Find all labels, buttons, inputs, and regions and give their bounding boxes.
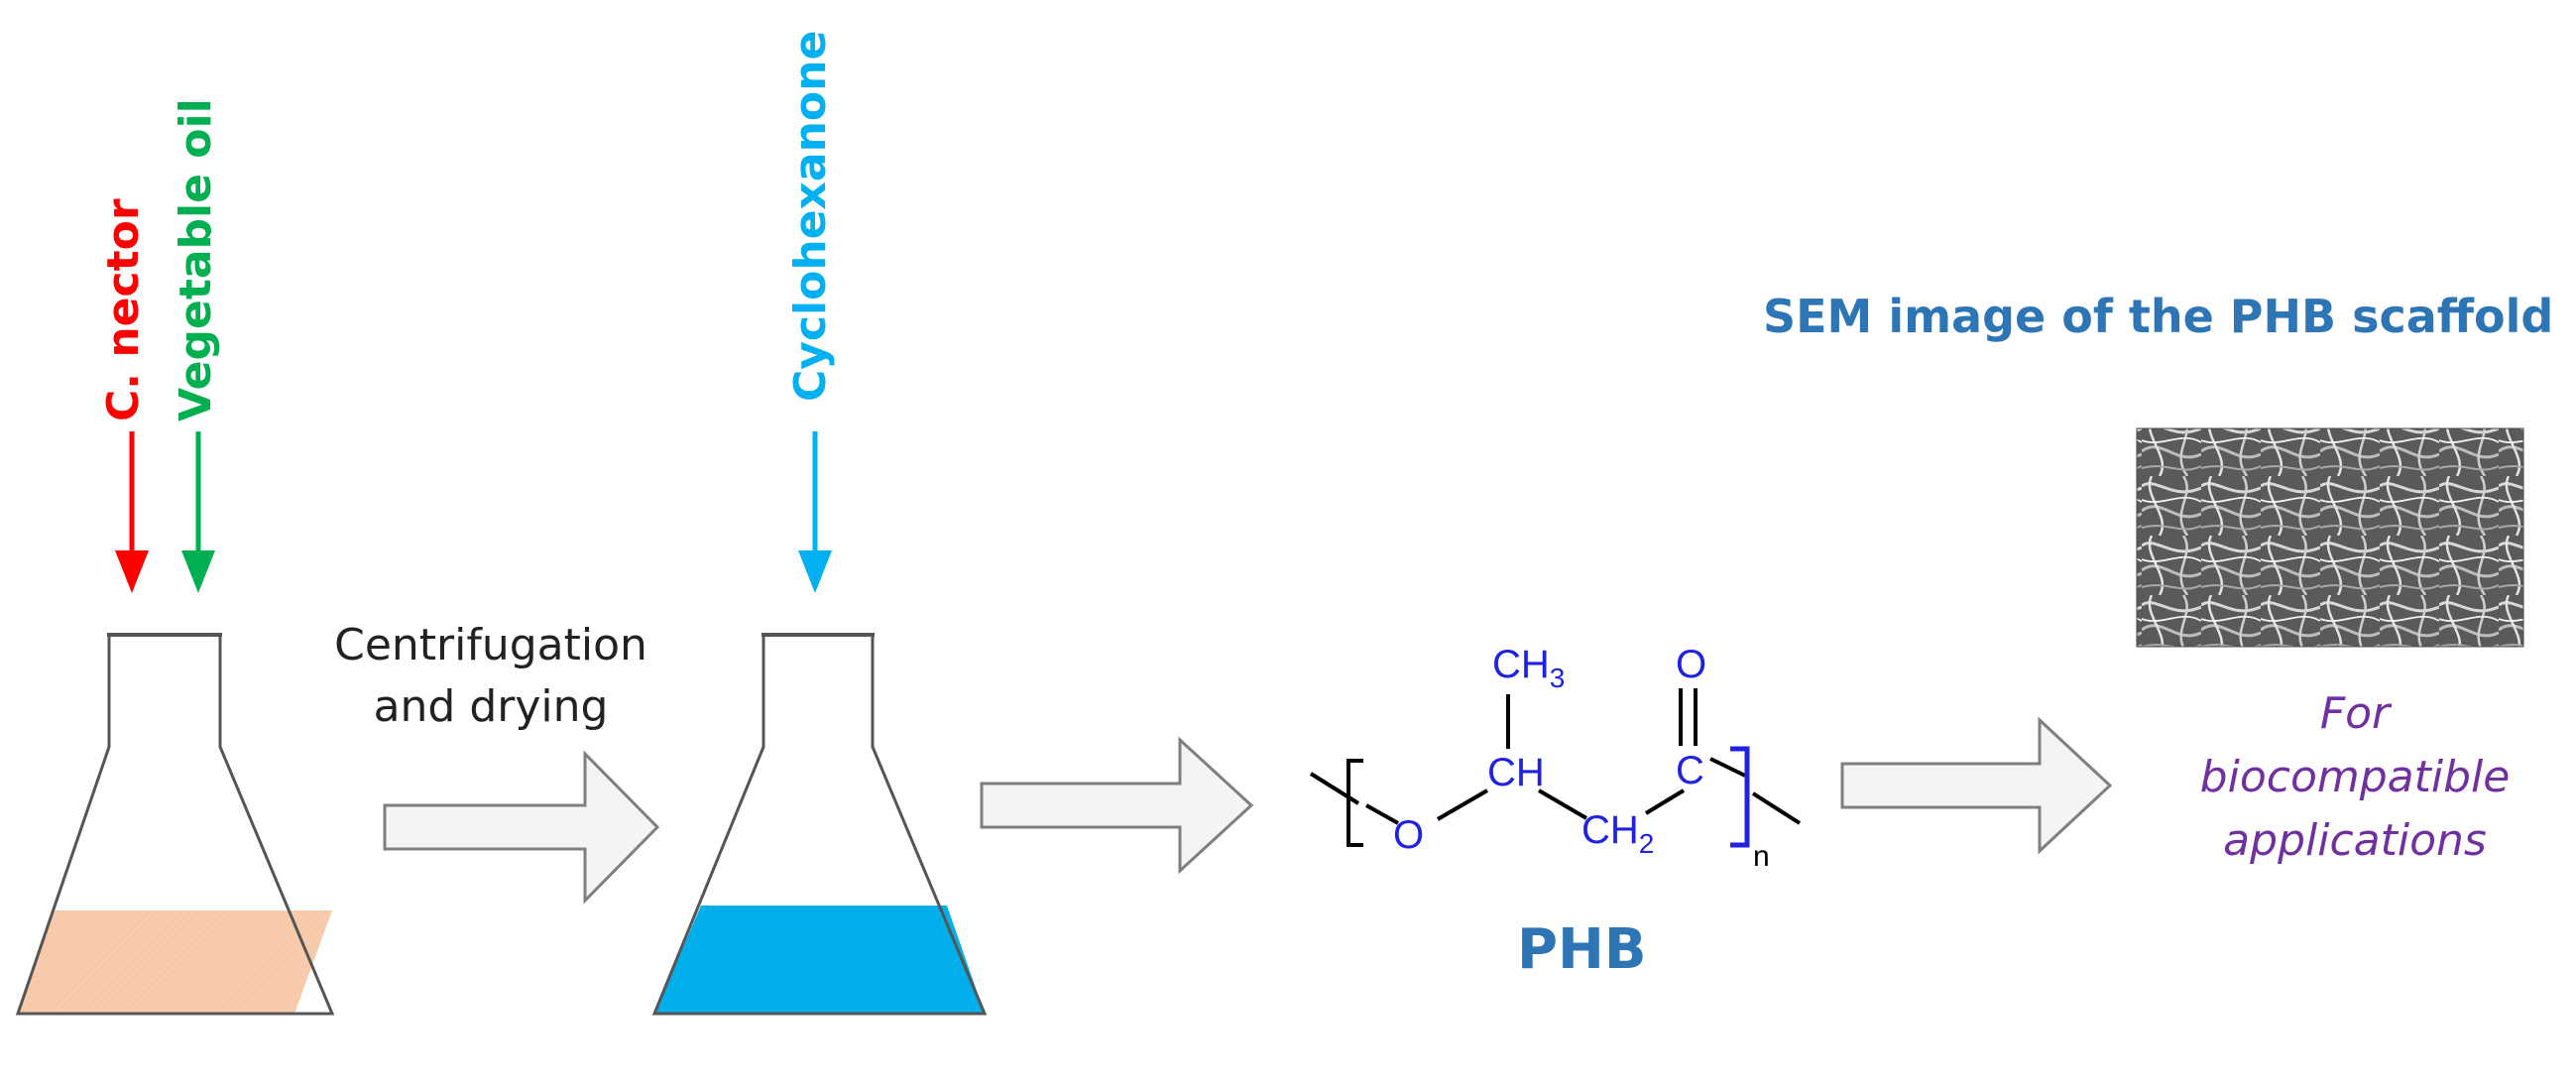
cyan-down-arrow-icon [798, 431, 832, 593]
phb-label: PHB [1517, 917, 1647, 982]
application-text: For biocompatible applications [2191, 682, 2518, 872]
application-line-1: For [2319, 688, 2391, 739]
centrifugation-line-1: Centrifugation [334, 620, 647, 670]
block-arrow-1-icon [383, 750, 660, 905]
application-line-3: applications [2223, 814, 2487, 866]
centrifugation-label: Centrifugation and drying [327, 615, 654, 737]
ch3-label: CH3 [1492, 643, 1565, 693]
application-line-2: biocompatible [2199, 751, 2511, 802]
flask-1-icon [15, 633, 335, 1016]
carbonyl-carbon-label: C [1676, 749, 1704, 792]
block-arrow-2-icon [980, 736, 1254, 875]
ester-oxygen-label: O [1393, 813, 1424, 857]
vegetable-oil-label: Vegetable oil [171, 98, 221, 422]
carbonyl-oxygen-label: O [1676, 643, 1706, 686]
repeat-n-label: n [1753, 840, 1770, 873]
cyclohexanone-label: Cyclohexanone [785, 30, 836, 402]
flask-2-icon [651, 633, 988, 1016]
green-down-arrow-icon [181, 431, 215, 593]
c-nector-label: C. nector [98, 198, 149, 422]
red-down-arrow-icon [115, 431, 149, 593]
ch-label: CH [1487, 751, 1545, 794]
sem-title: SEM image of the PHB scaffold [1763, 290, 2554, 343]
sem-image [2136, 427, 2524, 648]
centrifugation-line-2: and drying [373, 680, 609, 732]
block-arrow-3-icon [1840, 716, 2113, 855]
phb-structure: CH3 CH O CH2 C O n [1309, 643, 1802, 873]
ch2-label: CH2 [1581, 808, 1654, 859]
